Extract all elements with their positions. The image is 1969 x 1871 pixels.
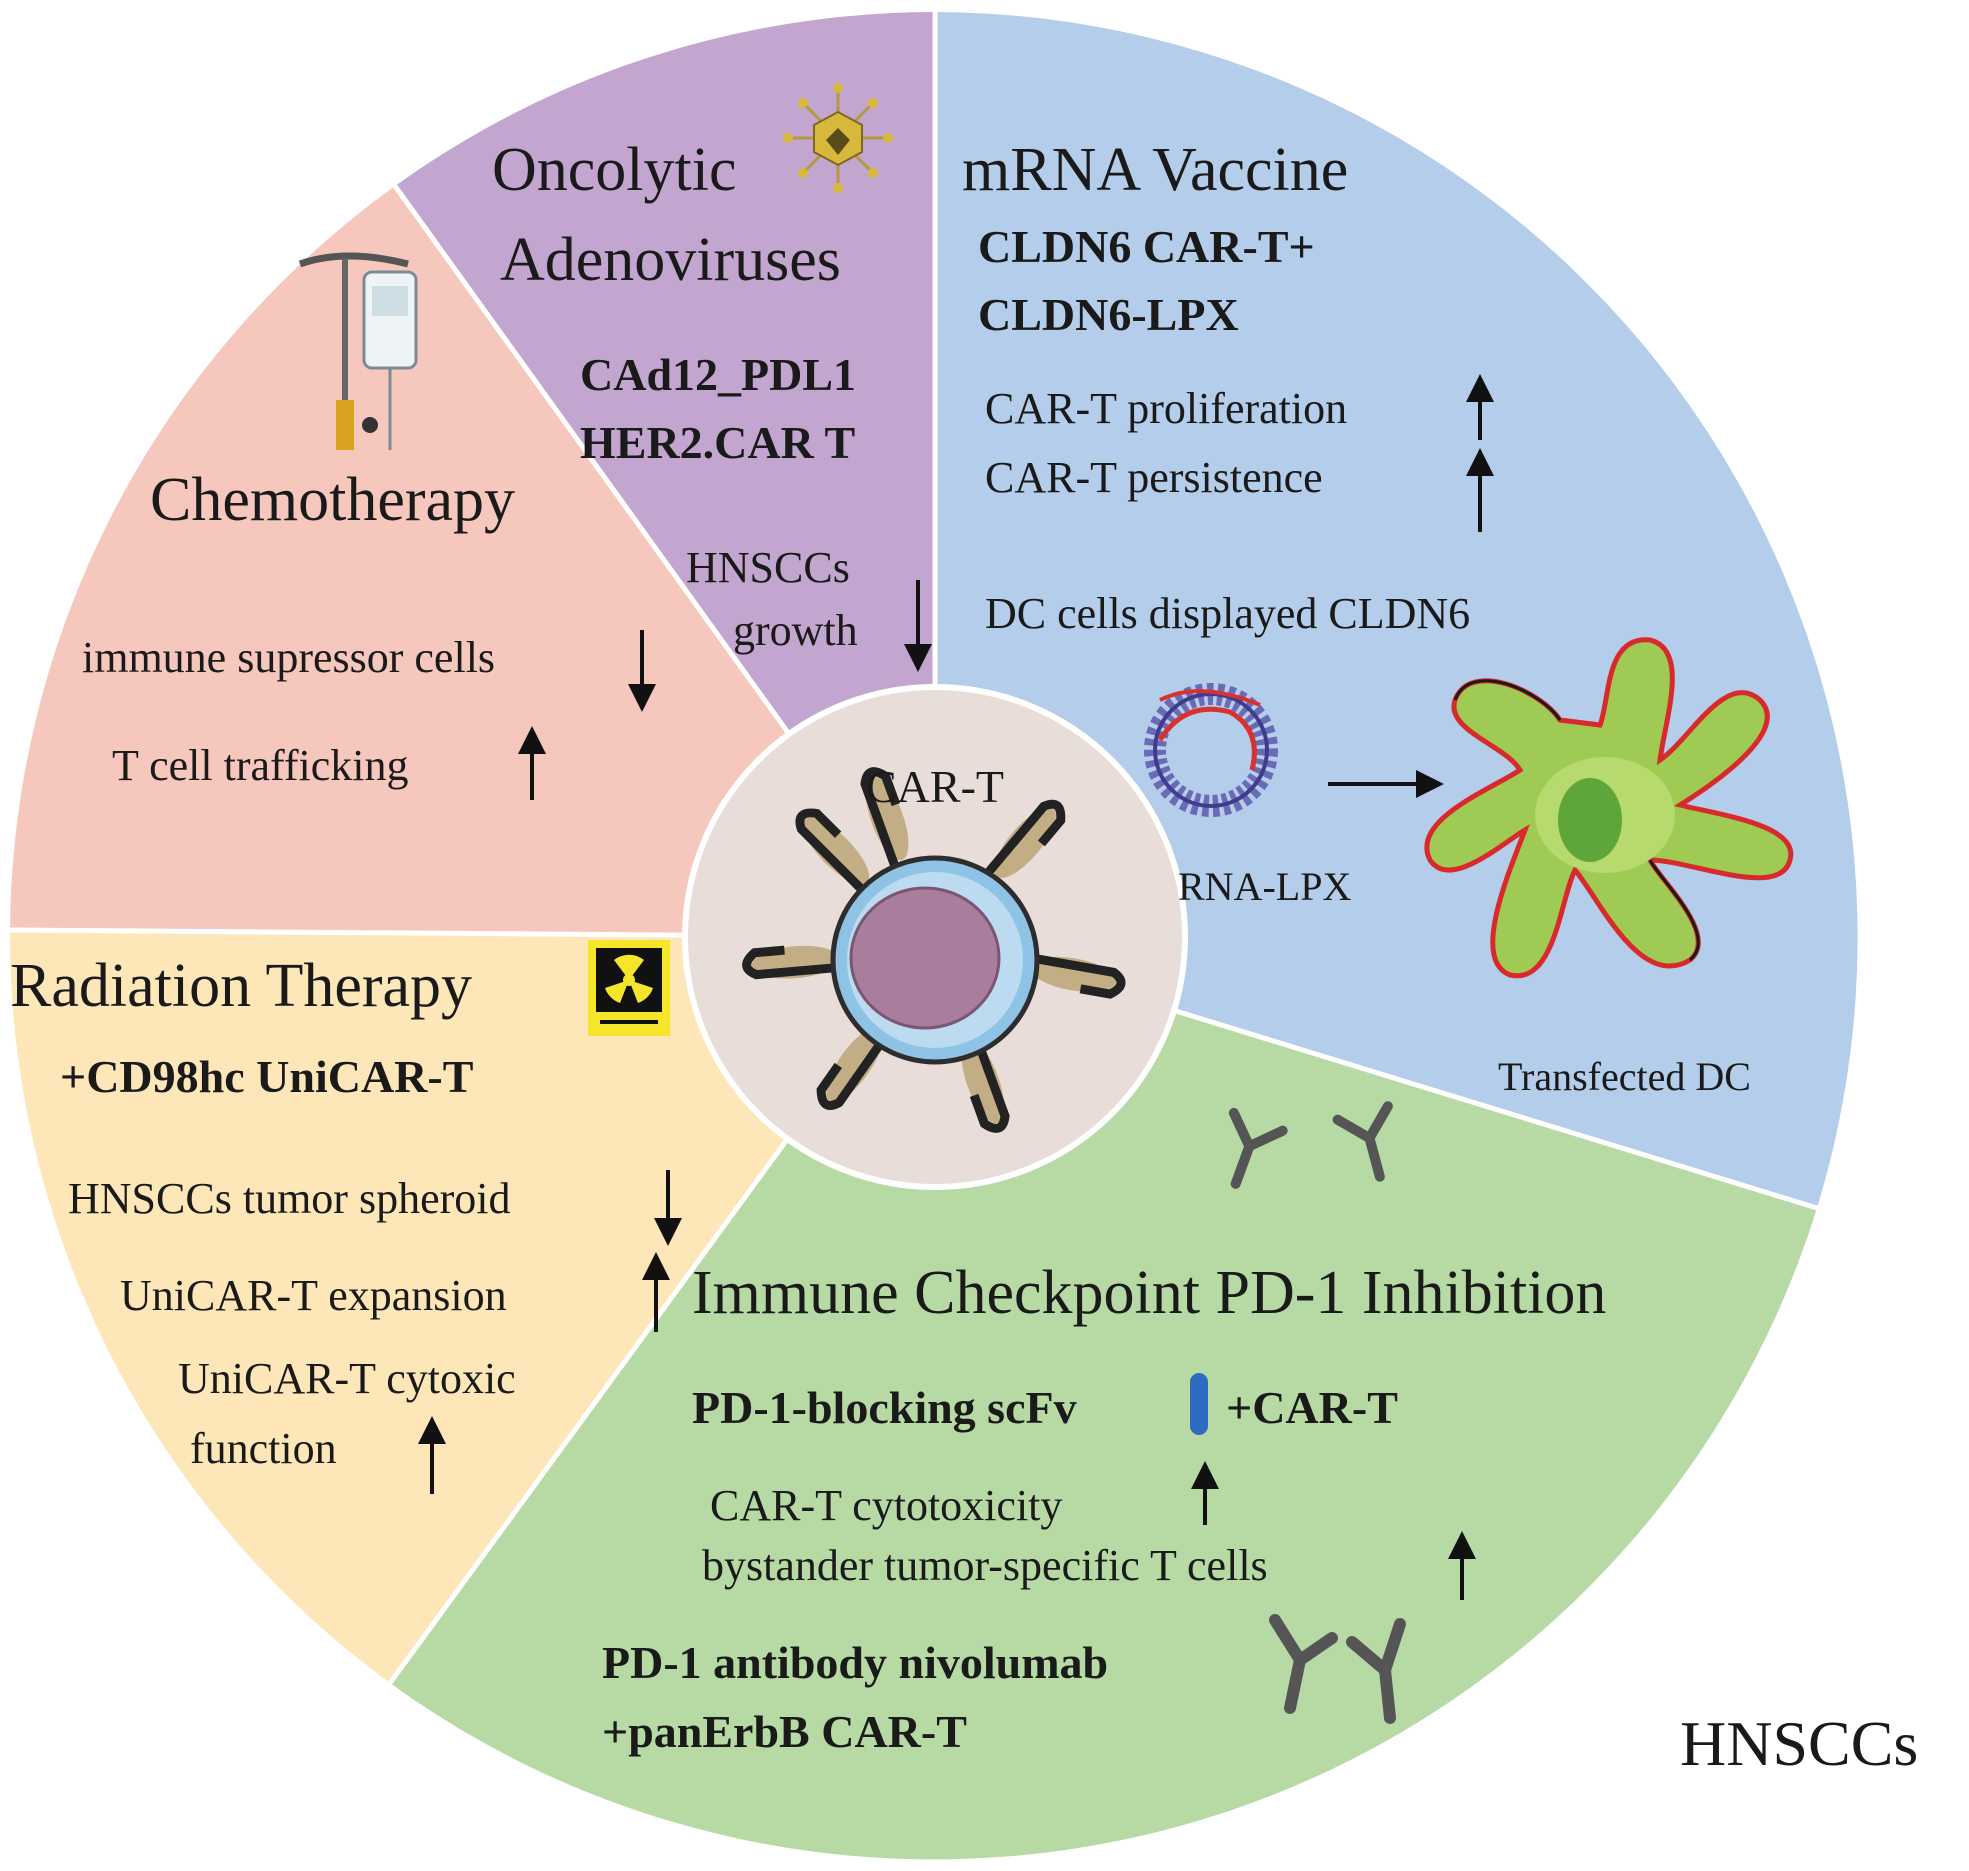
antibody-icon	[1228, 1101, 1393, 1189]
radiation-title: Radiation Therapy	[10, 952, 472, 1020]
oncolytic-effect-2: growth	[733, 606, 858, 655]
oncolytic-bold-2: HER2.CAR T	[580, 417, 855, 468]
checkpoint-nivo-bold-2: +panErbB CAR-T	[602, 1706, 967, 1757]
radiation-machine-icon	[588, 940, 670, 1036]
center-label: CAR-T	[866, 761, 1004, 812]
oncolytic-bold-1: CAd12_PDL1	[580, 349, 856, 400]
checkpoint-effect-1: CAR-T cytotoxicity	[710, 1481, 1062, 1530]
checkpoint-scfv-bold: PD-1-blocking scFv	[692, 1382, 1077, 1433]
checkpoint-nivo-bold-1: PD-1 antibody nivolumab	[602, 1637, 1108, 1688]
corner-label: HNSCCs	[1680, 1708, 1918, 1779]
radiation-effect-3: UniCAR-T cytoxic	[178, 1354, 516, 1403]
t-cell-nucleus	[849, 886, 1001, 1030]
mrna-bold-1: CLDN6 CAR-T+	[978, 221, 1315, 272]
radiation-sector	[9, 930, 936, 1683]
chemo-effect-2: T cell trafficking	[112, 741, 408, 790]
checkpoint-scfv-plus: +CAR-T	[1226, 1382, 1398, 1433]
car-t-cell: CAR-T	[682, 684, 1188, 1190]
checkpoint-title: Immune Checkpoint PD-1 Inhibition	[692, 1259, 1606, 1327]
mrna-effect-2: CAR-T persistence	[985, 453, 1323, 502]
adenovirus-icon	[783, 83, 893, 193]
transfected-dc-icon	[1424, 637, 1794, 979]
transfected-dc-label: Transfected DC	[1498, 1054, 1751, 1099]
oncolytic-sector	[395, 12, 935, 937]
radiation-bold: +CD98hc UniCAR-T	[60, 1051, 473, 1102]
scfv-icon	[1190, 1373, 1208, 1435]
chemo-title: Chemotherapy	[150, 466, 515, 534]
chemo-effect-1: immune supressor cells	[82, 633, 495, 682]
radiation-effect-2: UniCAR-T expansion	[120, 1271, 507, 1320]
iv-drip-icon	[298, 252, 418, 450]
chemotherapy-sector	[10, 186, 935, 937]
oncolytic-effect-1: HNSCCs	[686, 543, 850, 592]
antibody-icon	[1269, 1614, 1406, 1724]
rna-lpx-icon	[1144, 683, 1278, 817]
checkpoint-effect-2: bystander tumor-specific T cells	[702, 1541, 1268, 1590]
mrna-title: mRNA Vaccine	[962, 136, 1348, 204]
checkpoint-sector	[390, 937, 1817, 1860]
car-receptors	[742, 767, 1126, 1133]
mrna-effect-1: CAR-T proliferation	[985, 384, 1347, 433]
oncolytic-title-1: Oncolytic	[492, 136, 737, 204]
radiation-effect-1: HNSCCs tumor spheroid	[68, 1174, 510, 1223]
radiation-effect-4: function	[190, 1424, 337, 1473]
mrna-note: DC cells displayed CLDN6	[985, 589, 1470, 638]
rna-lpx-label: RNA-LPX	[1178, 864, 1351, 909]
oncolytic-title-2: Adenoviruses	[500, 226, 841, 294]
mrna-bold-2: CLDN6-LPX	[978, 289, 1239, 340]
